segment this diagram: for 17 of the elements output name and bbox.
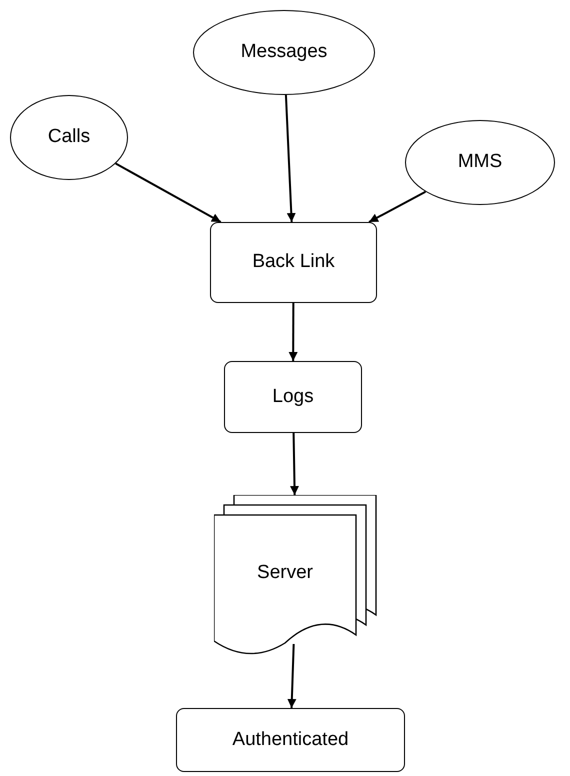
arrow xyxy=(284,94,296,222)
process-box xyxy=(210,222,377,303)
node-label: Logs xyxy=(272,384,314,409)
process-box xyxy=(224,361,362,433)
node-label: Authenticated xyxy=(232,728,349,752)
arrow xyxy=(368,190,426,223)
arrow xyxy=(288,303,298,361)
arrow xyxy=(287,644,296,708)
node-label: MMS xyxy=(458,150,502,174)
node-label: Messages xyxy=(240,40,328,64)
node-label: Back Link xyxy=(252,250,335,274)
node-label: Calls xyxy=(48,125,90,150)
process-box xyxy=(176,708,405,772)
arrow xyxy=(290,432,299,496)
arrow xyxy=(115,162,222,223)
multi-document-shape xyxy=(214,495,378,655)
node-label: Server xyxy=(257,560,313,585)
